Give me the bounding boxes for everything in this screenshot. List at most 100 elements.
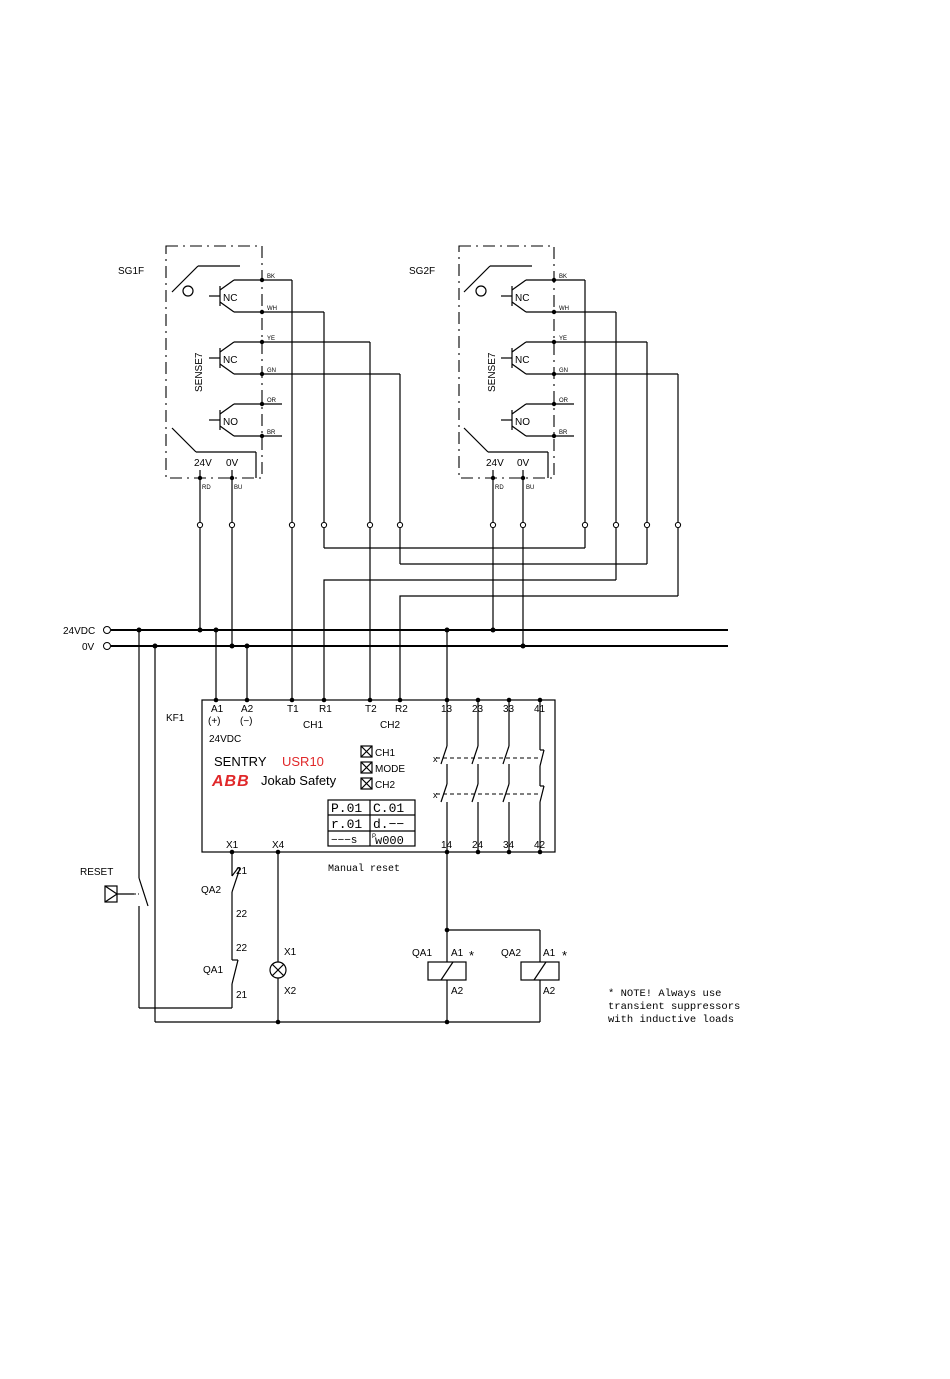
channel-1: CH1 [303, 720, 323, 731]
qa2-term-21: 21 [236, 866, 248, 877]
display-w: w000 [375, 834, 404, 848]
display-r: r.01 [331, 817, 362, 832]
svg-text:x: x [433, 754, 438, 764]
wire-gn: GN [267, 368, 276, 374]
term-a1-polarity: (+) [208, 716, 221, 727]
qa2-term-22: 22 [236, 909, 248, 920]
wire-rd-2: RD [495, 485, 504, 491]
term-t1: T1 [287, 704, 299, 715]
reset-mode: Manual reset [328, 863, 400, 875]
relay-kf1: KF1 A1 A2 T1 R1 T2 R2 13 23 33 41 (+) (−… [166, 697, 556, 875]
svg-text:x: x [433, 790, 438, 800]
wire-ye-2: YE [559, 336, 567, 342]
wire-br-2: BR [559, 430, 568, 436]
qa1-label: QA1 [203, 965, 223, 976]
svg-text:MODE: MODE [375, 764, 405, 775]
term-14: 14 [441, 840, 453, 851]
qa1-term-22: 22 [236, 943, 248, 954]
term-42: 42 [534, 840, 546, 851]
sensor-24v: 24V [194, 458, 212, 469]
qa1-term-21: 21 [236, 990, 248, 1001]
wire-ye: YE [267, 336, 275, 342]
term-a1: A1 [211, 704, 224, 715]
wire-bu-2: BU [526, 485, 534, 491]
sensor-sg2f: NC NC NO BK WH YE GN OR BR 24V 0V RD BU … [409, 245, 678, 491]
display-c: C.01 [373, 801, 404, 816]
transistor-no [209, 403, 262, 437]
wire-bk: BK [267, 274, 275, 280]
sensor-model-2: SENSE7 [487, 352, 498, 392]
term-x1: X1 [226, 840, 239, 851]
relay-voltage: 24VDC [209, 734, 241, 745]
term-x4: X4 [272, 840, 285, 851]
led-mode: MODE [360, 761, 405, 775]
contactor-qa1-star: * [469, 948, 474, 963]
contact-no: NO [223, 417, 238, 428]
sensor-label-sg2f: SG2F [409, 266, 435, 277]
term-t2: T2 [365, 704, 377, 715]
abb-logo: ABB [211, 773, 250, 790]
contact-nc-2: NC [223, 355, 237, 366]
contact-nc-3: NC [515, 293, 529, 304]
term-r2: R2 [395, 704, 408, 715]
relay-brand: SENTRY [214, 754, 267, 769]
note-line-1: * NOTE! Always use [608, 988, 721, 1000]
contactor-qa1-a1: A1 [451, 948, 464, 959]
led-ch1: CH1 [360, 745, 395, 759]
display-d: d.−− [373, 817, 404, 832]
sensor-sg1f: NC NC NO BK WH YE GN OR BR 24V 0V RD BU … [118, 245, 400, 491]
led-ch2: CH2 [360, 777, 395, 791]
wire-gn-2: GN [559, 368, 568, 374]
wire-wh: WH [267, 306, 277, 312]
sensor-model-1: SENSE7 [194, 352, 205, 392]
sensor-wiring [196, 280, 682, 700]
contact-nc-4: NC [515, 355, 529, 366]
wire-wh-2: WH [559, 306, 569, 312]
lamp-x1: X1 [284, 947, 297, 958]
contactor-qa2-label: QA2 [501, 948, 521, 959]
reset-label: RESET [80, 867, 113, 878]
transistor-no-2 [501, 403, 554, 437]
transistor-nc-3 [501, 279, 554, 313]
supply-24vdc: 24VDC [63, 626, 95, 637]
note-line-2: transient suppressors [608, 1001, 740, 1013]
channel-2: CH2 [380, 720, 400, 731]
transistor-nc-4 [501, 341, 554, 375]
contact-no-2: NO [515, 417, 530, 428]
sensor-24v-2: 24V [486, 458, 504, 469]
relay-company: Jokab Safety [261, 773, 337, 788]
display-w-sup: P [372, 834, 376, 840]
term-24: 24 [472, 840, 484, 851]
qa2-label: QA2 [201, 885, 221, 896]
contactor-qa2-star: * [562, 948, 567, 963]
relay-display: P.01 C.01 r.01 d.−− −−−s P w000 [327, 799, 416, 848]
svg-text:CH1: CH1 [375, 748, 395, 759]
supply-0v: 0V [82, 642, 95, 653]
contactor-qa1-a2: A2 [451, 986, 464, 997]
contactor-qa2-a1: A1 [543, 948, 556, 959]
relay-output-contacts: x x [433, 700, 545, 852]
term-a2: A2 [241, 704, 254, 715]
display-s: −−−s [331, 835, 357, 847]
term-a2-polarity: (−) [240, 716, 253, 727]
sensor-label-sg1f: SG1F [118, 266, 144, 277]
contactors: QA1 A1 * A2 QA2 A1 * A2 [412, 852, 567, 1025]
transistor-nc-1 [209, 279, 262, 313]
contactor-qa1-label: QA1 [412, 948, 432, 959]
svg-text:CH2: CH2 [375, 780, 395, 791]
wire-or-2: OR [559, 398, 569, 404]
reset-circuit: RESET 21 QA2 22 22 QA1 21 X1 [80, 630, 540, 1025]
lamp-x2: X2 [284, 986, 297, 997]
relay-label: KF1 [166, 713, 185, 724]
wire-bu: BU [234, 485, 242, 491]
display-p: P.01 [331, 801, 362, 816]
note-line-3: with inductive loads [608, 1014, 734, 1026]
supply-buses: 24VDC 0V [63, 626, 728, 700]
relay-model: USR10 [282, 754, 324, 769]
sensor-0v-2: 0V [517, 458, 530, 469]
wire-rd: RD [202, 485, 211, 491]
contact-nc-1: NC [223, 293, 237, 304]
sensor-0v: 0V [226, 458, 239, 469]
wire-br: BR [267, 430, 276, 436]
